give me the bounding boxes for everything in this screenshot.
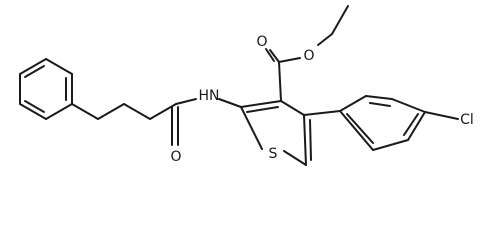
amide-nitrogen-label: HN (199, 88, 220, 104)
carbonyl-oxygen-ester-label: O (256, 34, 267, 50)
thiophene-ring (218, 98, 312, 166)
chlorophenyl-ring (303, 95, 459, 151)
propanoyl-chain (71, 98, 197, 146)
ether-oxygen-label: O (303, 48, 314, 64)
thiophene-sulfur-label: S (269, 146, 278, 162)
molecule-structure: O O HN O S Cl (19, 5, 474, 166)
ethyl-ester (265, 5, 349, 102)
amide-carbonyl-oxygen-label: O (170, 149, 181, 165)
phenyl-ring-left (19, 58, 73, 120)
chlorine-label: Cl (460, 112, 474, 128)
